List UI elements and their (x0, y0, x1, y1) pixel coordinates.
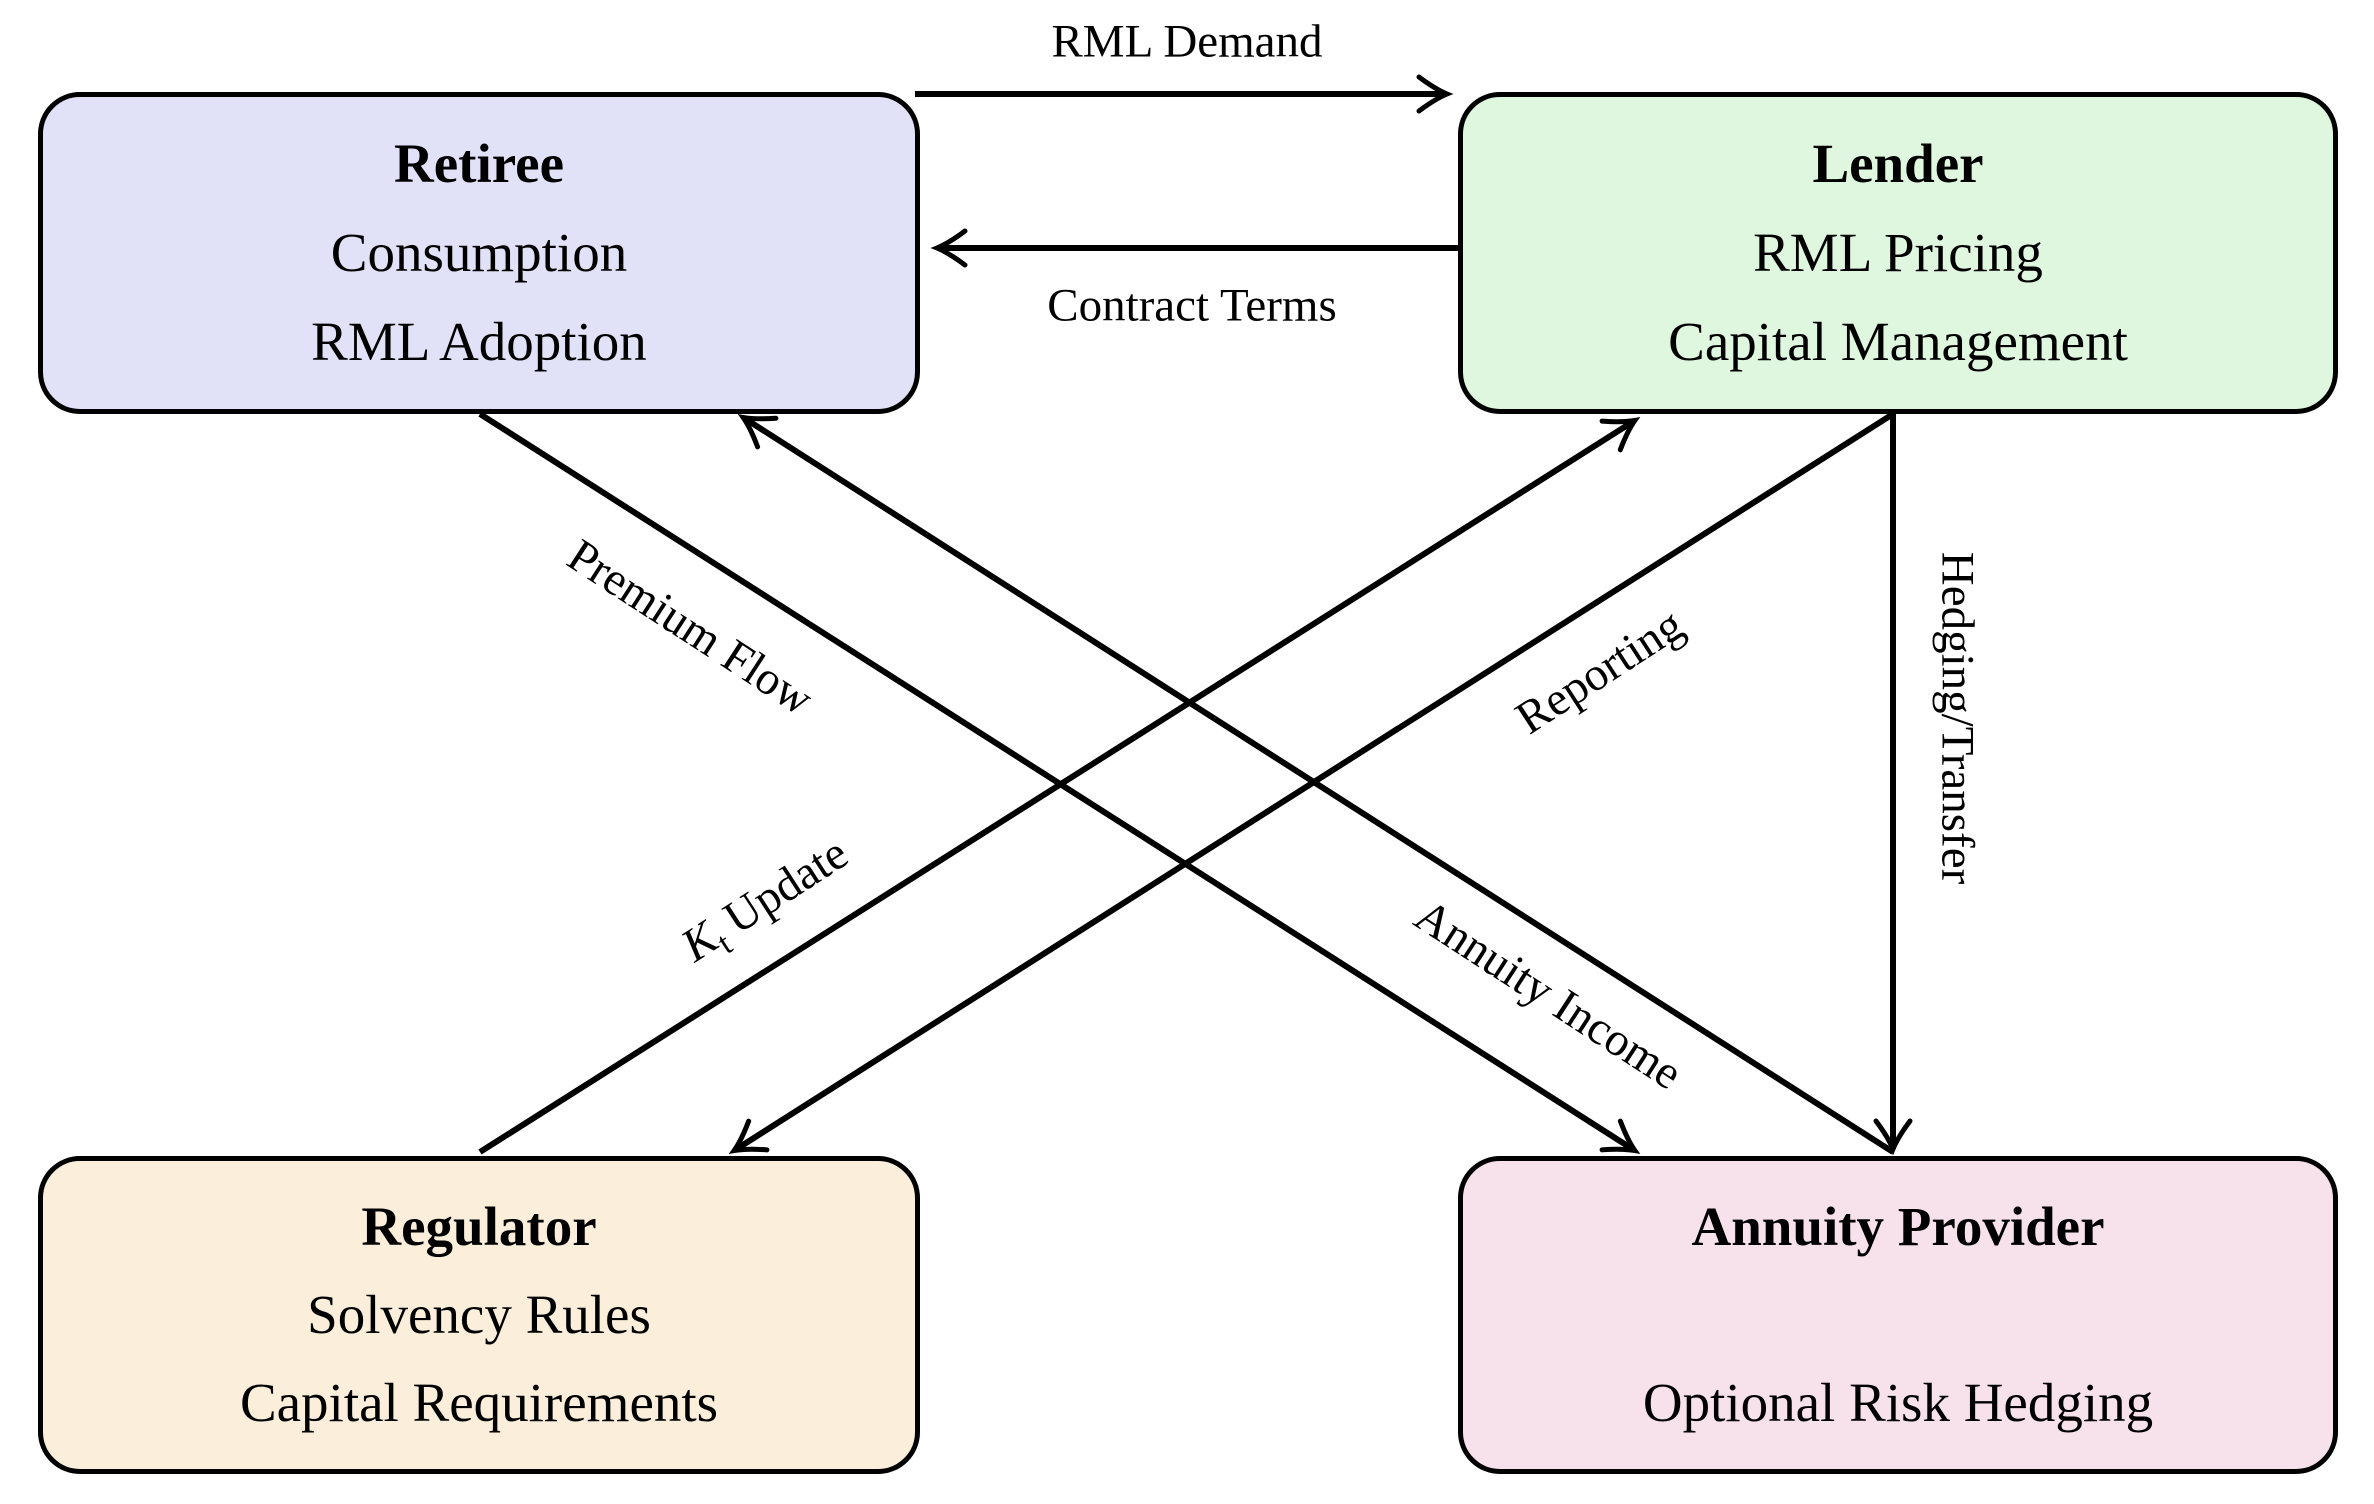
arrow-label-contract-terms: Contract Terms (1047, 279, 1337, 332)
arrow-kt-update (478, 416, 1641, 1155)
node-annuity-provider: Annuity Provider Optional Risk Hedging (1458, 1156, 2338, 1474)
node-retiree: Retiree Consumption RML Adoption (38, 92, 920, 414)
node-lender: Lender RML Pricing Capital Management (1458, 92, 2338, 414)
arrow-annuity-income (737, 413, 1895, 1155)
node-lender-line-2: Capital Management (1668, 310, 2128, 372)
arrow-label-rml-demand: RML Demand (1051, 15, 1323, 68)
node-retiree-title: Retiree (394, 132, 564, 194)
arrow-premium-flow (478, 411, 1641, 1155)
node-retiree-line-2: RML Adoption (311, 310, 647, 372)
node-regulator-title: Regulator (361, 1195, 597, 1257)
arrow-label-hedging-transfer: Hedging/Transfer (1931, 551, 1984, 885)
node-regulator-line-1: Solvency Rules (307, 1283, 651, 1345)
arrow-reporting (728, 411, 1895, 1155)
node-retiree-line-1: Consumption (330, 221, 628, 283)
node-regulator-line-2: Capital Requirements (239, 1371, 719, 1433)
node-lender-line-1: RML Pricing (1753, 221, 2043, 283)
node-annuity-provider-line-2: Optional Risk Hedging (1642, 1371, 2154, 1433)
node-annuity-provider-title: Annuity Provider (1691, 1195, 2105, 1257)
node-lender-title: Lender (1812, 132, 1984, 194)
node-regulator: Regulator Solvency Rules Capital Require… (38, 1156, 920, 1474)
